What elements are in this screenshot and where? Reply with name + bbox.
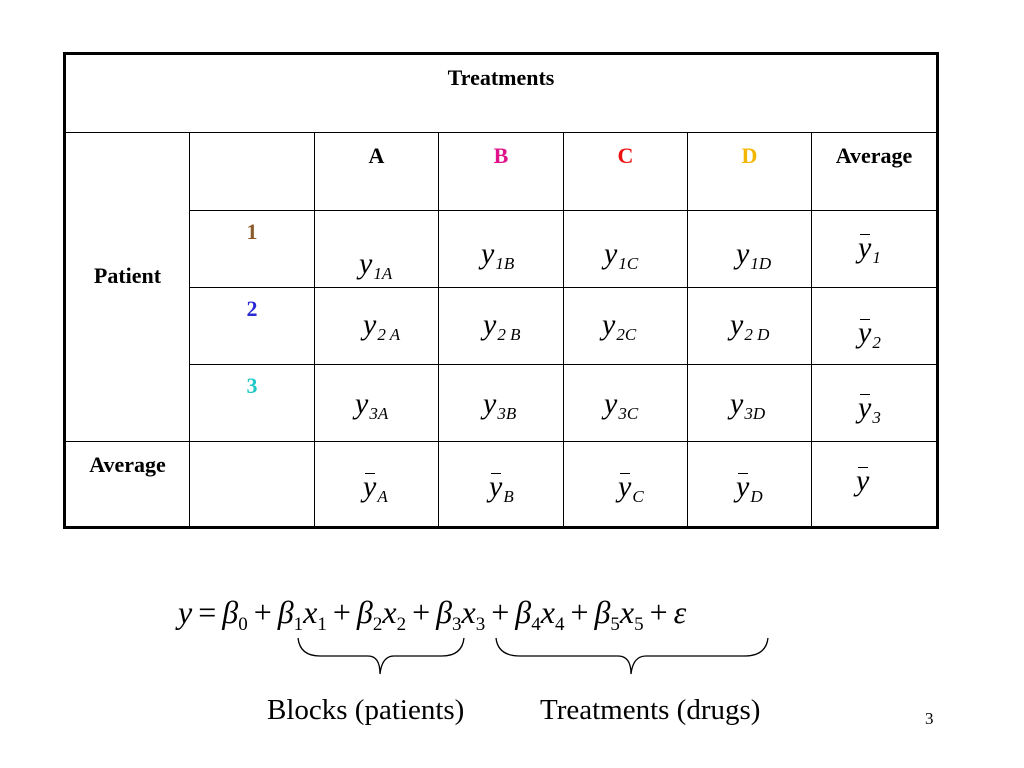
data-cell: y1C xyxy=(563,210,688,288)
row-label-3: 3 xyxy=(246,373,258,398)
data-cell: y1A xyxy=(314,210,439,288)
slide-number: 3 xyxy=(925,709,934,728)
avg-cell: yD xyxy=(687,441,812,528)
cell-y3B: y3B xyxy=(483,387,517,423)
column-label-c: C xyxy=(617,143,634,168)
cell-ybar-2: y2 xyxy=(858,316,881,352)
cell-y3D: y3D xyxy=(730,387,766,423)
row-label-1: 1 xyxy=(246,219,258,244)
cell-ybar-grand: y xyxy=(856,464,870,497)
avg-cell: y3 xyxy=(810,364,939,442)
row-label-cell: 3 xyxy=(189,364,315,442)
column-header: Average xyxy=(810,132,939,211)
data-cell: y1D xyxy=(687,210,812,288)
cell-ybar-1: y1 xyxy=(858,231,881,267)
avg-cell: yB xyxy=(438,441,564,528)
cell-y3A: y3A xyxy=(355,387,389,423)
column-header: C xyxy=(563,132,688,211)
corner-cell xyxy=(189,132,315,211)
column-header-row: Patient A B C D Average xyxy=(64,132,939,442)
cell-y2A: y2 A xyxy=(363,308,401,344)
cell-y1C: y1C xyxy=(604,237,639,273)
cell-y1D: y1D xyxy=(736,237,772,273)
data-cell: y3A xyxy=(314,364,439,442)
cell-ybar-B: yB xyxy=(489,470,514,506)
avg-cell: y2 xyxy=(810,287,939,365)
table-row: 1 y1A y1B y1C y1D y1 xyxy=(65,210,939,288)
data-cell: y3B xyxy=(438,364,564,442)
patient-label: Patient xyxy=(93,263,162,288)
avg-cell: yC xyxy=(563,441,688,528)
cell-y2D: y2 D xyxy=(730,308,770,344)
cell-ybar-C: yC xyxy=(618,470,644,506)
average-row: Average yA yB yC yD y xyxy=(64,441,939,528)
data-cell: y2 D xyxy=(687,287,812,365)
regression-equation: y=β0+β1x1+β2x2+β3x3+β4x4+β5x5+ε xyxy=(178,594,687,635)
avg-cell: yA xyxy=(314,441,439,528)
data-cell: y1B xyxy=(438,210,564,288)
blocks-brace-icon xyxy=(297,637,465,675)
treatments-label: Treatments (drugs) xyxy=(540,694,761,726)
cell-ybar-D: yD xyxy=(736,470,763,506)
cell-y2C: y2C xyxy=(602,308,637,344)
table-row: 3 y3A y3B y3C y3D y3 xyxy=(65,364,939,442)
row-label-cell: 2 xyxy=(189,287,315,365)
column-label-d: D xyxy=(741,143,758,168)
data-cell: y2C xyxy=(563,287,688,365)
cell-y1B: y1B xyxy=(481,237,515,273)
design-table: Treatments Patient A B C D Average xyxy=(63,52,940,529)
cell-y2B: y2 B xyxy=(483,308,521,344)
average-row-label: Average xyxy=(89,452,166,477)
empty-cell xyxy=(189,441,315,528)
avg-cell: y1 xyxy=(810,210,939,288)
column-label-a: A xyxy=(368,143,385,168)
average-label-cell: Average xyxy=(64,441,190,528)
treatments-brace-icon xyxy=(495,637,769,675)
column-header: D xyxy=(687,132,812,211)
cell-ybar-A: yA xyxy=(363,470,388,506)
column-label-b: B xyxy=(493,143,509,168)
column-header: B xyxy=(438,132,564,211)
data-cell: y3C xyxy=(563,364,688,442)
title-cell: Treatments xyxy=(63,53,939,133)
cell-y1A: y1A xyxy=(359,247,393,283)
column-label-average: Average xyxy=(835,143,913,168)
data-cell: y3D xyxy=(687,364,812,442)
row-label-cell: 1 xyxy=(189,210,315,288)
column-header: A xyxy=(314,132,439,211)
row-label-2: 2 xyxy=(246,296,258,321)
blocks-label: Blocks (patients) xyxy=(267,694,465,726)
avg-cell: y xyxy=(810,441,939,528)
data-cell: y2 A xyxy=(314,287,439,365)
table-title-row: Treatments xyxy=(63,53,939,133)
cell-ybar-3: y3 xyxy=(858,391,881,427)
patient-cell: Patient xyxy=(64,132,190,442)
table-row: 2 y2 A y2 B y2C y2 D y2 xyxy=(65,287,939,365)
table-title: Treatments xyxy=(447,65,555,90)
data-cell: y2 B xyxy=(438,287,564,365)
cell-y3C: y3C xyxy=(604,387,639,423)
